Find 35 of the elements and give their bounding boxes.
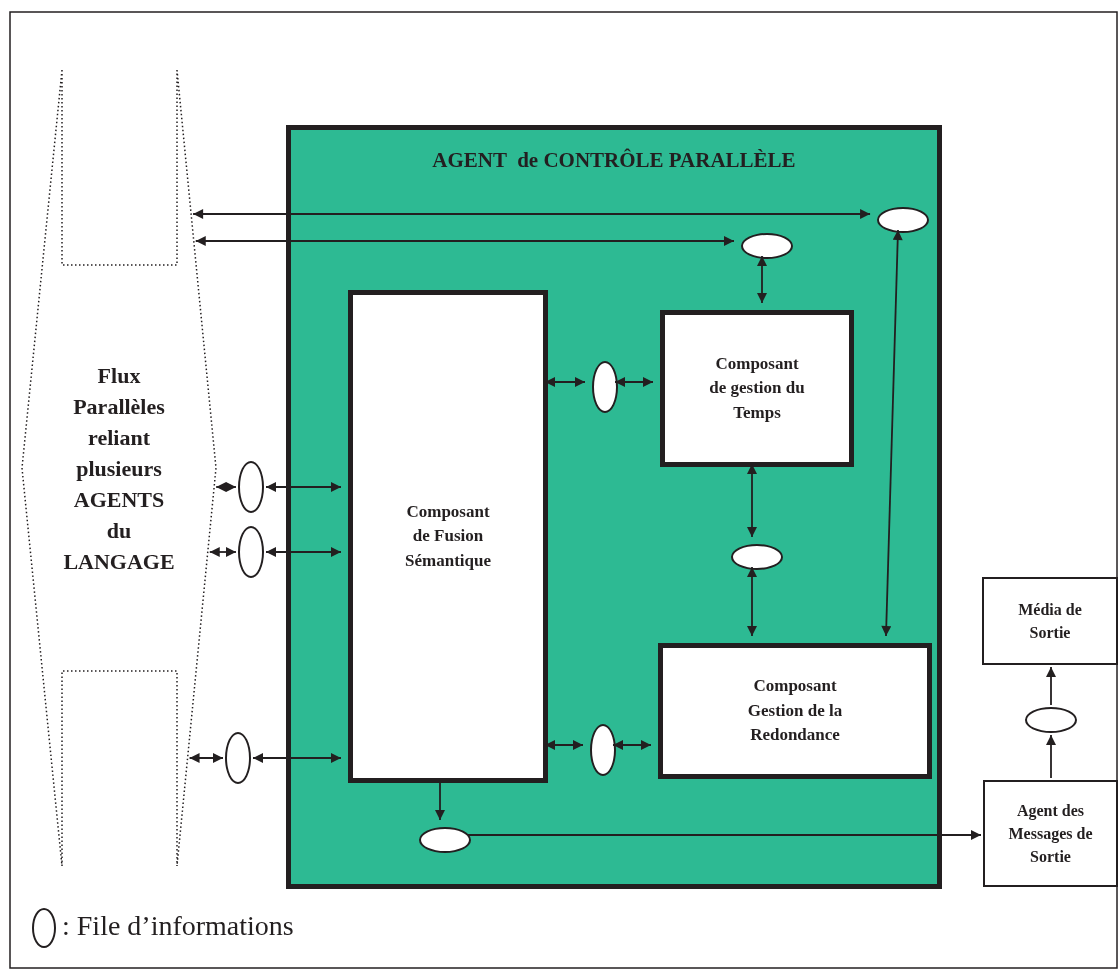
legend-text: : File d’informations bbox=[62, 910, 294, 942]
arrow bbox=[757, 255, 767, 304]
component-box: Composant Gestion de la Redondance bbox=[658, 643, 932, 779]
arrow bbox=[467, 830, 982, 840]
component-box: Média de Sortie bbox=[982, 577, 1118, 665]
flow-label: Flux Parallèles reliant plusieurs AGENTS du LANGAGE bbox=[63, 361, 175, 576]
queue-ellipse bbox=[238, 461, 264, 513]
queue-ellipse bbox=[592, 361, 618, 413]
arrow bbox=[614, 377, 654, 387]
queue-ellipse bbox=[877, 207, 929, 233]
panel-title: AGENT de CONTRÔLE PARALLÈLE bbox=[431, 148, 797, 173]
arrow bbox=[215, 482, 237, 492]
queue-ellipse bbox=[731, 544, 783, 570]
queue-ellipse bbox=[419, 827, 471, 853]
arrow bbox=[188, 753, 224, 763]
arrow bbox=[1046, 666, 1056, 706]
queue-ellipse bbox=[741, 233, 793, 259]
arrow bbox=[1046, 734, 1056, 779]
queue-ellipse bbox=[1025, 707, 1077, 733]
component-box: Agent des Messages de Sortie bbox=[983, 780, 1118, 887]
queue-ellipse bbox=[225, 732, 251, 784]
arrow bbox=[252, 753, 342, 763]
arrow bbox=[194, 236, 735, 246]
queue-ellipse bbox=[590, 724, 616, 776]
arrow bbox=[747, 566, 757, 637]
queue-ellipse bbox=[238, 526, 264, 578]
agent-panel bbox=[286, 125, 942, 889]
arrow bbox=[192, 209, 871, 219]
arrow bbox=[881, 229, 903, 637]
arrow bbox=[208, 547, 237, 557]
arrow bbox=[265, 547, 342, 557]
component-box: Composant de gestion du Temps bbox=[660, 310, 854, 467]
arrow bbox=[612, 740, 652, 750]
component-box: Composant de Fusion Sémantique bbox=[348, 290, 548, 783]
arrow bbox=[265, 482, 342, 492]
